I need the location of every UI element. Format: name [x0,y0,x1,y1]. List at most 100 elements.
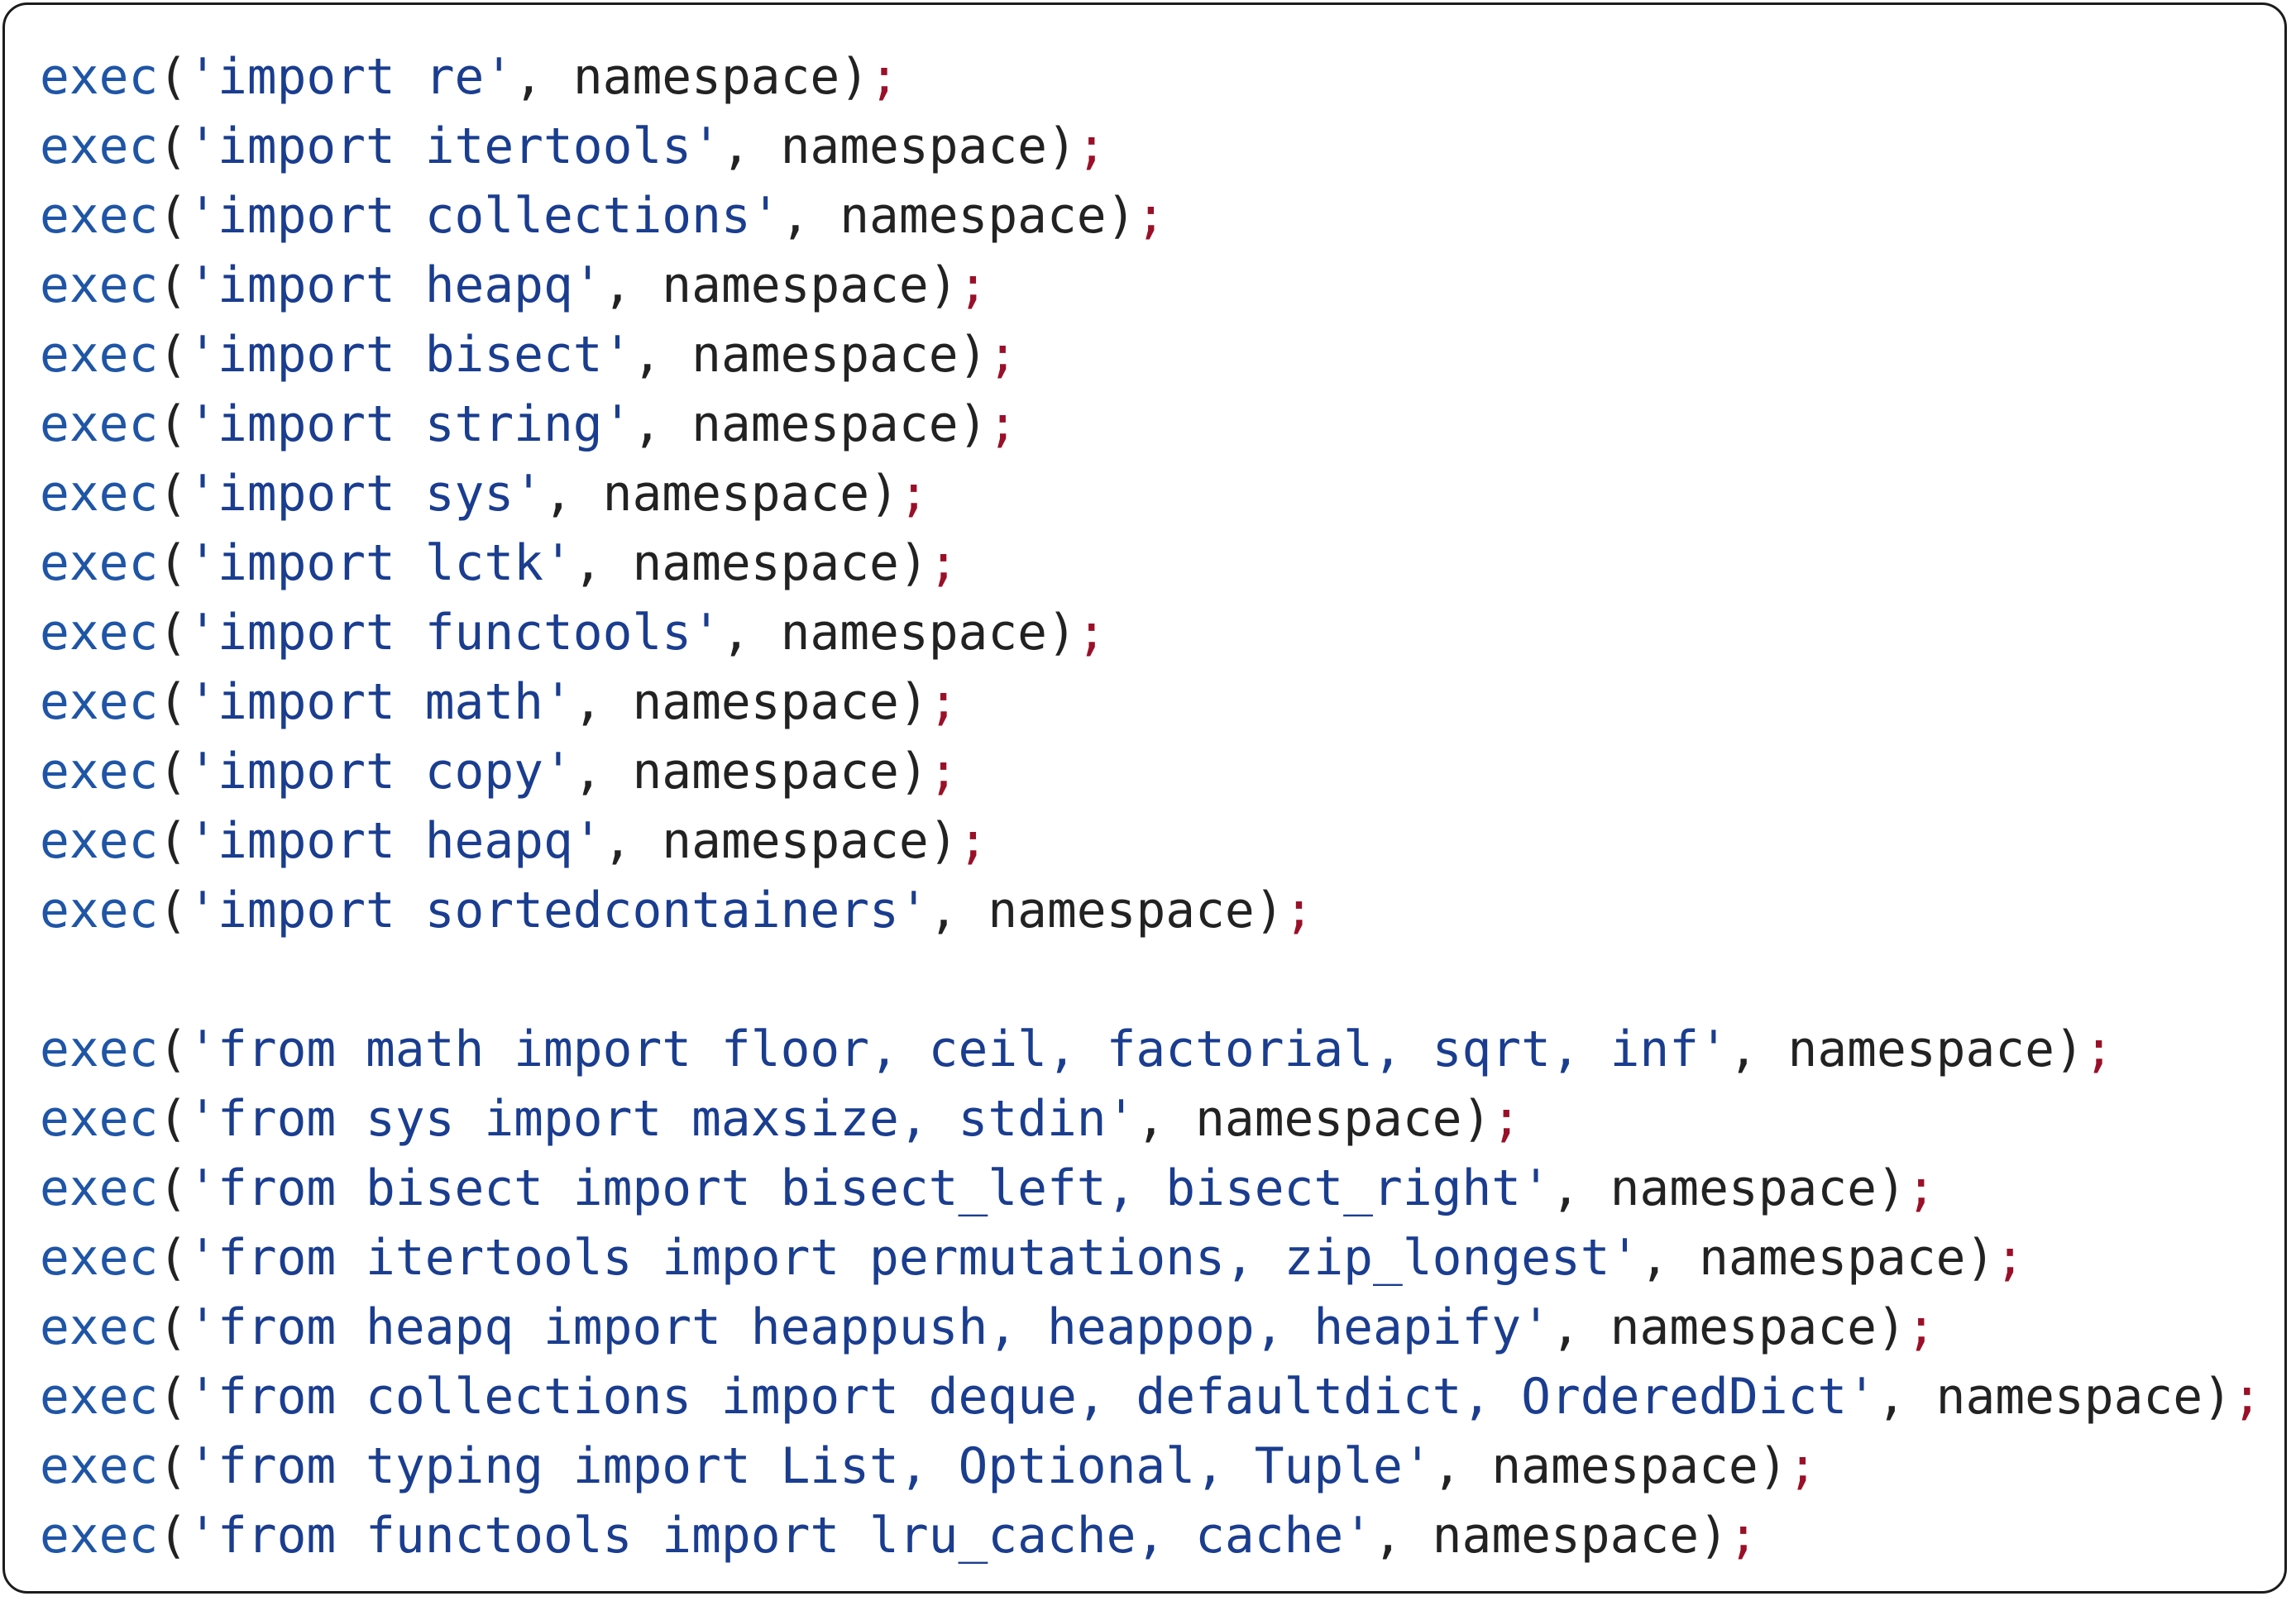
code-separator-token: , [928,882,988,939]
code-argument-token: namespace [1935,1369,2203,1426]
code-line: exec('import sys', namespace); [40,460,2262,529]
code-line: exec('import itertools', namespace); [40,112,2262,182]
code-function-token: exec [40,535,159,592]
code-line: exec('from heapq import heappush, heappo… [40,1293,2262,1363]
code-close-paren-token: ) [1046,605,1077,662]
code-line: exec('from functools import lru_cache, c… [40,1502,2262,1571]
code-open-paren-token: ( [158,49,189,106]
code-separator-token: , [572,743,633,800]
code-line: exec('import lctk', namespace); [40,529,2262,599]
code-argument-token: namespace [632,674,899,731]
code-string-token: 'import collections' [188,188,781,245]
code-open-paren-token: ( [158,813,189,870]
code-line: exec('from itertools import permutations… [40,1224,2262,1293]
code-open-paren-token: ( [158,882,189,939]
code-line: exec('import heapq', namespace); [40,251,2262,321]
code-semicolon-token: ; [1284,882,1314,939]
code-close-paren-token: ) [898,674,929,731]
code-string-token: 'from math import floor, ceil, factorial… [188,1021,1729,1078]
code-semicolon-token: ; [1906,1299,1936,1356]
code-close-paren-token: ) [1699,1508,1729,1565]
code-string-token: 'from heapq import heappush, heappop, he… [188,1299,1551,1356]
code-block: exec('import re', namespace); exec('impo… [40,43,2262,1571]
code-string-token: 'import itertools' [188,118,721,175]
code-function-token: exec [40,1021,159,1078]
code-close-paren-token: ) [2203,1369,2232,1426]
code-string-token: 'import sys' [188,466,543,523]
code-string-token: 'import bisect' [188,327,633,384]
code-open-paren-token: ( [158,327,189,384]
code-line: exec('import heapq', namespace); [40,807,2262,877]
code-semicolon-token: ; [1076,605,1107,662]
code-semicolon-token: ; [1728,1508,1758,1565]
code-separator-token: , [514,49,573,106]
code-function-token: exec [40,743,159,800]
code-function-token: exec [40,327,159,384]
code-argument-token: namespace [839,188,1107,245]
code-close-paren-token: ) [928,257,959,314]
code-semicolon-token: ; [988,327,1018,384]
code-argument-token: namespace [1610,1160,1877,1217]
code-function-token: exec [40,118,159,175]
code-argument-token: namespace [780,605,1047,662]
code-close-paren-token: ) [839,49,870,106]
code-separator-token: , [720,605,781,662]
code-argument-token: namespace [1699,1230,1966,1287]
code-open-paren-token: ( [158,535,189,592]
code-separator-token: , [1639,1230,1700,1287]
code-open-paren-token: ( [158,1230,189,1287]
code-open-paren-token: ( [158,466,189,523]
code-string-token: 'from collections import deque, defaultd… [188,1369,1877,1426]
code-close-paren-token: ) [1877,1160,1906,1217]
code-argument-token: namespace [662,813,929,870]
code-open-paren-token: ( [158,1021,189,1078]
code-close-paren-token: ) [1046,118,1077,175]
code-argument-token: namespace [1610,1299,1877,1356]
code-function-token: exec [40,1299,159,1356]
code-line: exec('from math import floor, ceil, fact… [40,1016,2262,1085]
code-separator-token: , [1432,1438,1492,1495]
code-line: exec('import bisect', namespace); [40,321,2262,390]
code-semicolon-token: ; [1136,188,1166,245]
code-function-token: exec [40,1091,159,1148]
code-separator-token: , [1728,1021,1788,1078]
code-argument-token: namespace [572,49,840,106]
code-function-token: exec [40,1508,159,1565]
code-string-token: 'from functools import lru_cache, cache' [188,1508,1374,1565]
code-open-paren-token: ( [158,396,189,453]
code-separator-token: , [543,466,603,523]
code-separator-token: , [572,535,633,592]
code-separator-token: , [1373,1508,1433,1565]
code-close-paren-token: ) [1106,188,1136,245]
code-semicolon-token: ; [928,535,959,592]
code-function-token: exec [40,674,159,731]
code-argument-token: namespace [632,743,899,800]
code-string-token: 'import heapq' [188,257,603,314]
code-separator-token: , [780,188,840,245]
code-open-paren-token: ( [158,257,189,314]
code-string-token: 'import functools' [188,605,721,662]
code-function-token: exec [40,605,159,662]
code-semicolon-token: ; [928,743,959,800]
code-line: exec('import math', namespace); [40,668,2262,738]
code-function-token: exec [40,188,159,245]
code-open-paren-token: ( [158,743,189,800]
code-separator-token: , [1550,1299,1610,1356]
code-argument-token: namespace [1195,1091,1462,1148]
code-semicolon-token: ; [1995,1230,2026,1287]
code-line: exec('import string', namespace); [40,390,2262,460]
code-line: exec('from collections import deque, def… [40,1363,2262,1432]
code-close-paren-token: ) [1965,1230,1996,1287]
code-open-paren-token: ( [158,1160,189,1217]
code-function-token: exec [40,1438,159,1495]
code-string-token: 'from typing import List, Optional, Tupl… [188,1438,1433,1495]
code-separator-token: , [1876,1369,1936,1426]
blank-line [40,946,2262,1016]
code-line: exec('from bisect import bisect_left, bi… [40,1154,2262,1224]
code-separator-token: , [632,327,692,384]
code-separator-token: , [632,396,692,453]
code-semicolon-token: ; [1906,1160,1936,1217]
code-close-paren-token: ) [1461,1091,1492,1148]
code-argument-token: namespace [691,396,959,453]
